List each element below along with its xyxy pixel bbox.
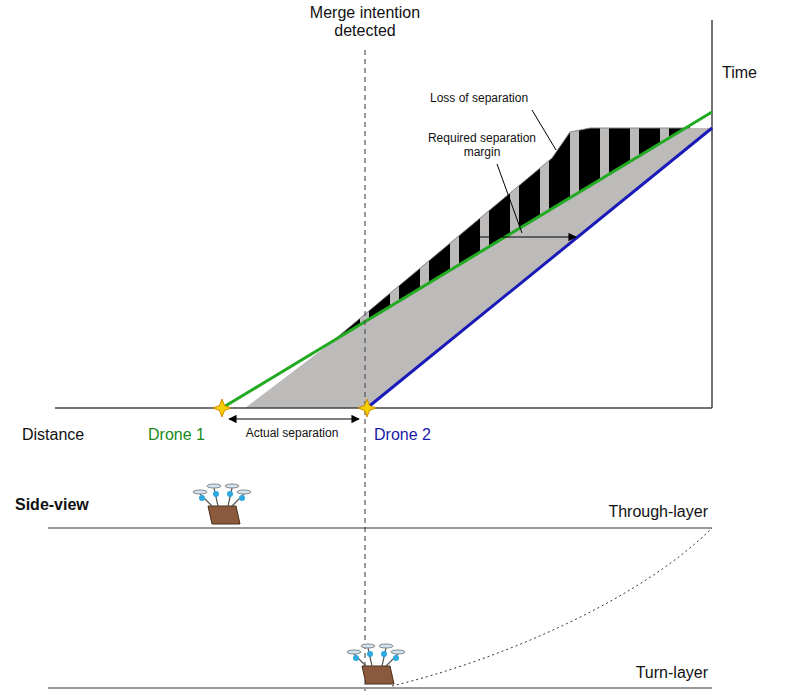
- drone-label: Drone 2: [374, 426, 431, 444]
- axis-label: Distance: [22, 426, 84, 444]
- separation-band: [245, 128, 712, 408]
- callout-label: Required separation margin: [420, 132, 544, 160]
- drone-icon: [193, 484, 251, 524]
- layer-label: Through-layer: [540, 503, 708, 521]
- turn-layer-line: [48, 688, 712, 689]
- drone2-trajectory: [367, 128, 712, 408]
- separation-arrow: [229, 418, 359, 419]
- leader-line: [497, 164, 522, 233]
- section-heading: Side-view: [15, 496, 89, 514]
- drone2-marker: [358, 399, 376, 417]
- distance-axis: [55, 407, 712, 409]
- drone-icon: [347, 644, 405, 684]
- drone1-marker: [213, 399, 231, 417]
- merge-line: [364, 50, 365, 691]
- drone-label: Drone 1: [148, 426, 205, 444]
- margin-arrow: [460, 236, 576, 237]
- axis-label: Time: [722, 64, 757, 82]
- time-axis: [711, 20, 713, 408]
- drone1-trajectory: [222, 112, 712, 408]
- dimension-label: Actual separation: [242, 427, 342, 441]
- through-layer-line: [48, 528, 712, 529]
- callout-label: Loss of separation: [430, 92, 528, 106]
- layer-label: Turn-layer: [560, 664, 708, 682]
- annotation: Merge intention detected: [285, 4, 445, 41]
- climb-path: [392, 528, 712, 686]
